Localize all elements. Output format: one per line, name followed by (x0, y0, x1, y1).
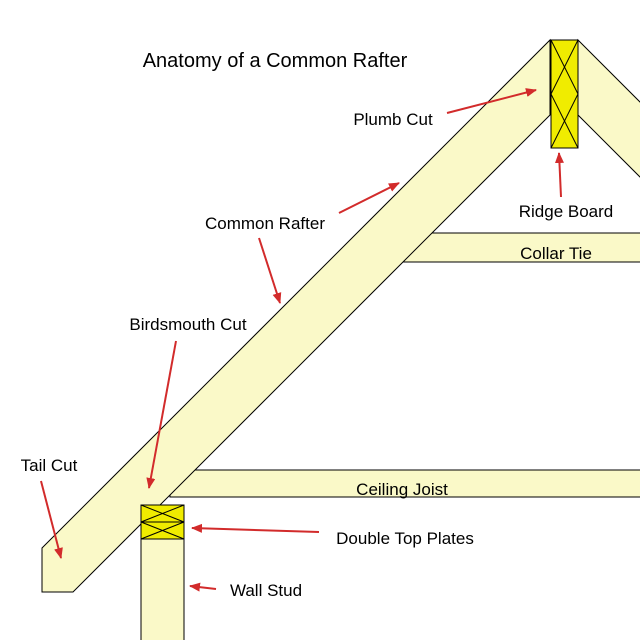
ridge-board-x2 (550, 39, 579, 95)
double-top-plates-label: Double Top Plates (336, 529, 474, 548)
common-rafter-arrow-upper (338, 182, 400, 214)
tail-cut-label: Tail Cut (21, 456, 78, 475)
ridge-board-x4 (550, 93, 579, 149)
wall-stud-arrow (189, 582, 217, 592)
wall-stud-label: Wall Stud (230, 581, 302, 600)
common-rafter-label: Common Rafter (205, 214, 325, 233)
diagram-title: Anatomy of a Common Rafter (143, 50, 408, 72)
ridge-board-arrow (554, 152, 564, 198)
opposite-rafter-beam (577, 38, 640, 178)
birdsmouth-cut-arrow (146, 340, 177, 489)
ceiling-joist-beam (169, 469, 640, 498)
plumb-cut-label: Plumb Cut (353, 110, 433, 129)
birdsmouth-cut-label: Birdsmouth Cut (129, 315, 246, 334)
wall-stud-beam (140, 538, 185, 640)
ceiling-joist-label: Ceiling Joist (356, 480, 448, 499)
double-top-plates-arrow (191, 523, 320, 533)
top-plate-lower-x2 (140, 521, 185, 540)
collar-tie-label: Collar Tie (520, 244, 592, 263)
plumb-cut-arrow (446, 88, 537, 114)
ridge-board-beam (550, 39, 579, 149)
tail-cut-arrow (40, 480, 63, 559)
ridge-board-label: Ridge Board (519, 202, 614, 221)
common-rafter-arrow-lower (258, 237, 282, 304)
top-plate-upper-x2 (140, 504, 185, 523)
common-rafter-beam (41, 38, 551, 593)
